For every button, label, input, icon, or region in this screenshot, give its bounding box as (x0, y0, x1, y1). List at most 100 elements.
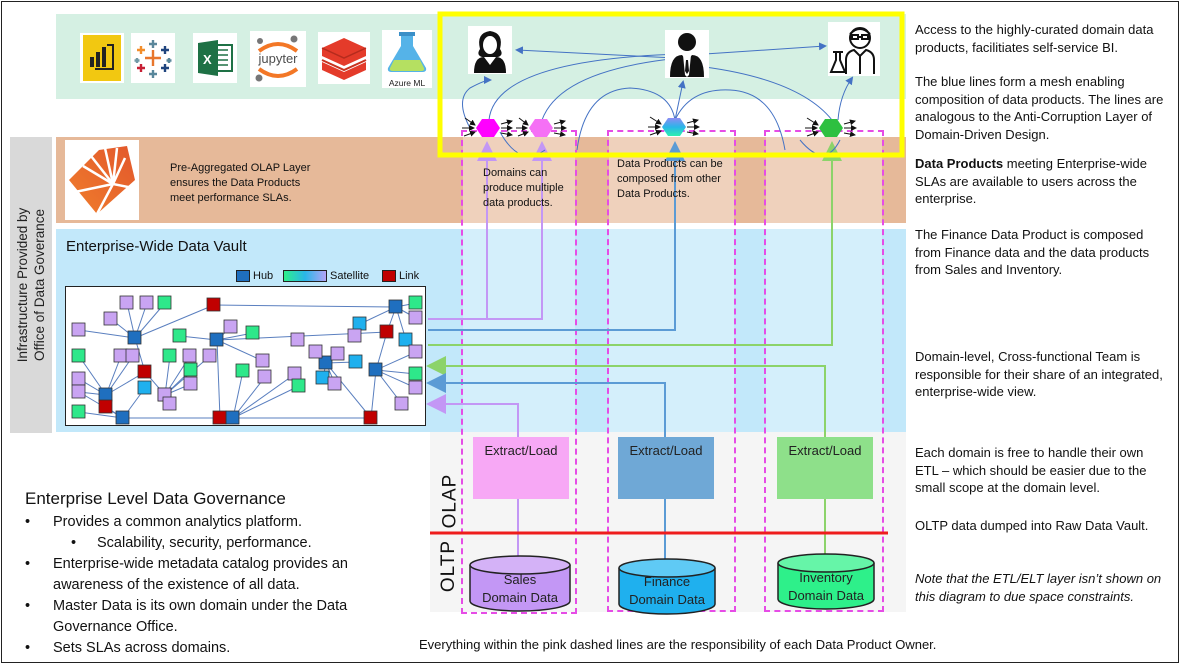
data-scientist-icon (828, 22, 880, 76)
vault-satellite-node (182, 348, 197, 363)
vault-satellite-node (71, 322, 86, 337)
note-self-service-bi: Access to the highly-curated domain data… (915, 22, 1154, 55)
azure-ml-label: Azure ML (388, 78, 426, 88)
legend-hub: Hub (236, 270, 273, 282)
sales-domain-boundary (461, 130, 577, 614)
olap-engine-icon (65, 140, 139, 220)
vault-satellite-node (408, 344, 423, 359)
note-enterprise-slas-rest: meeting Enterprise-wide SLAs are availab… (915, 156, 1147, 206)
sales-extract-load-label: Extract/Load (484, 443, 558, 458)
inventory-extract-load: Extract/Load (777, 437, 873, 499)
sales-domain-database (469, 555, 571, 612)
finance-domain-database (618, 558, 716, 615)
vault-link-node (363, 410, 378, 425)
satellite-swatch (283, 270, 327, 282)
footer-note: Everything within the pink dashed lines … (419, 637, 937, 652)
note-enterprise-slas: Data Products meeting Enterprise-wide SL… (915, 155, 1170, 208)
vault-satellite-node (139, 295, 154, 310)
note-domain-etl: Each domain is free to handle their own … (915, 445, 1147, 495)
finance-extract-load-label: Extract/Load (629, 443, 703, 458)
vault-satellite-node (291, 378, 306, 393)
vault-edge (216, 339, 264, 362)
note-enterprise-slas-bold: Data Products (915, 156, 1004, 171)
governance-list: Provides a common analytics platform. Sc… (25, 512, 395, 659)
finance-data-product (662, 118, 686, 136)
business-woman-icon (468, 26, 512, 74)
vault-edge (232, 373, 296, 419)
vault-satellite-node (394, 396, 409, 411)
finance-load-line (426, 373, 666, 560)
vault-edge (370, 369, 377, 419)
vault-satellite-node (330, 346, 345, 361)
legend-hub-label: Hub (253, 270, 274, 282)
power-bi-icon (80, 33, 124, 83)
databricks-icon (318, 32, 370, 84)
vault-satellite-node (71, 348, 86, 363)
vault-satellite-node (348, 354, 363, 369)
governance-item: Master Data is its own domain under the … (25, 596, 395, 638)
note-mesh-lines: The blue lines form a mesh enabling comp… (915, 74, 1164, 142)
governance-item: Enterprise-wide metadata catalog provide… (25, 554, 395, 596)
vault-link-node (137, 364, 152, 379)
vault-link-node (206, 297, 221, 312)
svg-text:X: X (203, 52, 212, 67)
data-vault-graph (71, 295, 423, 425)
inventory-extract-load-label: Extract/Load (788, 443, 862, 458)
vault-hub-node (115, 410, 130, 425)
vault-hub-node (388, 299, 403, 314)
vault-edge (78, 329, 136, 339)
vault-satellite-node (308, 344, 323, 359)
note-etl-layer-omitted: Note that the ETL/ELT layer isn’t shown … (915, 571, 1162, 604)
inventory-data-product (819, 119, 843, 137)
legend-satellite-label: Satellite (330, 270, 370, 282)
consumer-highlight-box (437, 11, 905, 158)
vault-edge (216, 339, 221, 419)
vault-link-node (98, 399, 113, 414)
vault-edge (232, 385, 300, 419)
vault-hub-node (318, 355, 333, 370)
vault-satellite-node (125, 348, 140, 363)
vault-satellite-node (172, 328, 187, 343)
data-vault-title: Enterprise-Wide Data Vault (66, 238, 247, 255)
note-cross-functional-team: Domain-level, Cross-functional Team is r… (915, 349, 1163, 399)
governance-subitem: Scalability, security, performance. (25, 533, 395, 554)
sales-extract-load: Extract/Load (473, 437, 569, 499)
vault-satellite-node (408, 310, 423, 325)
infrastructure-strip (10, 137, 52, 433)
jupyter-icon: jupyter (250, 31, 306, 87)
vault-satellite-node (157, 295, 172, 310)
business-man-icon (665, 30, 709, 78)
vault-satellite-node (255, 353, 270, 368)
vault-satellite-node (162, 348, 177, 363)
legend-satellite: Satellite (283, 270, 369, 282)
note-oltp-raw-vault: OLTP data dumped into Raw Data Vault. (915, 518, 1149, 533)
governance-item: Sets SLAs across domains. (25, 638, 395, 659)
inventory-db-label: Inventory Domain Data (788, 570, 864, 603)
vault-satellite-node (327, 376, 342, 391)
inventory-domain-database (777, 553, 875, 610)
annotation-domains-multiple: Domains can produce multiple data produc… (483, 167, 564, 209)
vault-satellite-node (245, 325, 260, 340)
vault-edge (213, 304, 397, 308)
product-interface-arrows (462, 116, 857, 138)
finance-extract-load: Extract/Load (618, 437, 714, 499)
vault-satellite-node (202, 348, 217, 363)
tableau-icon (131, 33, 175, 83)
finance-product-feed (428, 141, 685, 331)
sales-data-product-2 (529, 119, 553, 137)
vault-edge (325, 362, 372, 419)
sales-db-label: Sales Domain Data (482, 572, 558, 605)
link-swatch (382, 270, 396, 282)
svg-text:jupyter: jupyter (257, 51, 298, 66)
vault-link-node (379, 324, 394, 339)
sales-load-line (426, 394, 519, 560)
olap-layer-description: Pre-Aggregated OLAP Layer ensures the Da… (170, 162, 311, 204)
legend-link: Link (382, 270, 419, 282)
vault-satellite-node (223, 319, 238, 334)
vault-satellite-node (71, 384, 86, 399)
vault-edge (232, 370, 244, 419)
vault-satellite-node (408, 295, 423, 310)
vault-link-node (212, 410, 227, 425)
excel-icon: X (193, 33, 237, 83)
